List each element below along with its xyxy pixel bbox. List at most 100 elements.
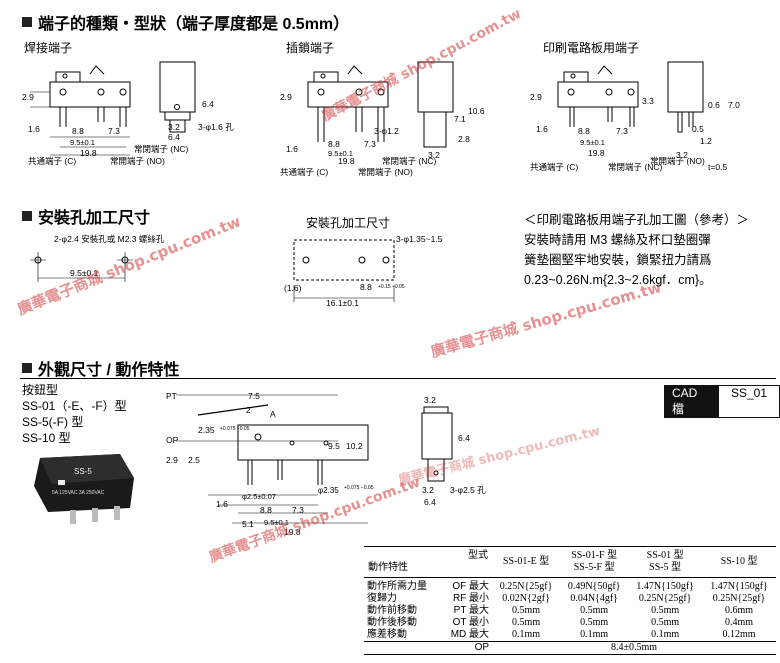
cell: 0.5mm — [580, 605, 609, 616]
dim-hole: 3-φ1.2 — [374, 126, 399, 136]
dim-9-5b: 9.5±0.1 — [264, 518, 289, 527]
dim-9-5: 9.5 — [328, 441, 340, 451]
dim-8-8: 8.8 — [578, 126, 590, 136]
dim-19-8: 19.8 — [338, 156, 355, 166]
com-terminal-label: 共通端子 (C) — [28, 156, 76, 166]
pcb-terminal-drawing: 2.9 1.6 8.8 7.3 9.5±0.1 19.8 3.3 0.6 7.0… — [530, 61, 740, 172]
cell: 0.1mm — [580, 629, 609, 640]
mount-hole-subtitle: 安裝孔加工尺寸 — [306, 216, 391, 230]
dim-7-3: 7.3 — [364, 139, 376, 149]
dim-7-1: 7.1 — [454, 114, 466, 124]
dim-2: 2 — [246, 405, 251, 415]
column-header: SS-10 型 — [702, 546, 776, 578]
cad-key: CAD 檔 — [664, 385, 718, 418]
dim-0-6: 0.6 — [708, 100, 720, 110]
cell: 0.4mm — [725, 617, 754, 628]
row-code: RF 最小 — [452, 593, 490, 604]
corner-bottom: 動作特性 — [368, 562, 408, 573]
dim-2-5: 2.5 — [188, 455, 200, 465]
corner-top: 型式 — [468, 550, 489, 561]
dim-9-5: 9.5±0.1 — [328, 149, 353, 158]
dim-19-8: 19.8 — [588, 148, 605, 158]
bullet-square-icon — [22, 363, 32, 373]
dim-6-4b: 6.4 — [168, 132, 180, 142]
cell: 0.5mm — [580, 617, 609, 628]
dim-tolerance: +0.075 −0.05 — [344, 485, 374, 491]
dim-7-3: 7.3 — [616, 126, 628, 136]
column-header-line: SS-10 型 — [720, 556, 758, 567]
dim-pin-dia: φ2.5±0.07 — [242, 492, 276, 501]
table-row: 應差移動 MD 最大 0.1mm 0.1mm 0.1mm 0.12mm — [364, 629, 776, 642]
dim-8-8: 8.8 — [260, 505, 272, 515]
row-name: 動作前移動 — [367, 605, 417, 616]
row-code: OF 最大 — [452, 581, 490, 592]
dim-3-2b: 3.2 — [422, 485, 434, 495]
dim-16-1: 16.1±0.1 — [326, 298, 359, 308]
dim-hole: 3-φ2.5 孔 — [450, 485, 486, 495]
dim-hole: 3-φ1.6 孔 — [198, 122, 234, 132]
nc-terminal-label: 常閉端子 (NC) — [608, 162, 662, 172]
dim-1-2: 1.2 — [700, 136, 712, 146]
dim-3-2: 3.2 — [676, 150, 688, 160]
no-terminal-label: 常開端子 (NO) — [358, 167, 413, 177]
model-list: 按鈕型 SS-01（-E、-F）型 SS-5(-F) 型 SS-10 型 — [22, 382, 127, 446]
note-line: 簧墊圈堅牢地安裝，鎖緊扭力請爲 — [524, 253, 712, 267]
dim-1-6: 1.6 — [216, 499, 228, 509]
cell: 0.5mm — [512, 605, 541, 616]
dim-10-2: 10.2 — [346, 441, 363, 451]
dim-2-35b: φ2.35 — [318, 486, 339, 495]
section-dimensions-header: 外觀尺寸 / 動作特性 — [22, 356, 179, 380]
cell: 0.49N{50gf} — [567, 581, 621, 592]
row-name: 動作所需力量 — [367, 581, 427, 592]
model-item: SS-10 型 — [22, 431, 71, 445]
dim-3-2: 3.2 — [428, 150, 440, 160]
cad-file-badge[interactable]: CAD 檔 SS_01 — [664, 385, 780, 418]
section-mounting-holes-header: 安裝孔加工尺寸 — [22, 204, 150, 228]
quick-connect-terminal-label: 插鎖端子 — [286, 41, 335, 55]
dim-1-6: (1.6) — [284, 283, 302, 293]
pcb-hole-spec: 3-φ1.35~1.5 — [396, 234, 443, 244]
cell: 0.04N{4gf} — [570, 593, 618, 604]
dim-3-2: 3.2 — [168, 122, 180, 132]
section-title: 端子的種類・型狀（端子厚度都是 0.5mm） — [38, 16, 350, 33]
cell: 0.1mm — [512, 629, 541, 640]
pcb-hole-note: ＜印刷電路板用端子孔加工圖（參考）＞ 安裝時請用 M3 螺絲及杯口墊圈彈 簧墊圈… — [524, 210, 780, 290]
dim-pt: PT — [166, 391, 177, 401]
com-terminal-label: 共通端子 (C) — [530, 162, 578, 172]
column-header-line: SS-5 型 — [649, 562, 682, 573]
model-list-head: 按鈕型 — [22, 383, 59, 397]
dim-8-8: 8.8 — [360, 282, 372, 292]
dim-3-3: 3.3 — [642, 96, 654, 106]
solder-terminal-label: 焊接端子 — [24, 41, 73, 55]
mount-hole-spec: 2-φ2.4 安裝孔或 M2.3 螺絲孔 — [54, 234, 165, 244]
cell: 0.5mm — [651, 605, 680, 616]
row-name: 復歸力 — [367, 593, 397, 604]
dim-9-5: 9.5±0.1 — [70, 138, 95, 147]
dim-op: OP — [166, 435, 179, 445]
dim-19-8: 19.8 — [284, 527, 301, 537]
outline-dimension-drawing: PT OP 7.5 2 A 2.35 +0.075 −0.05 2.9 2.5 … — [166, 391, 374, 537]
dim-2-9: 2.9 — [280, 92, 292, 102]
dim-7-0: 7.0 — [728, 100, 740, 110]
row-name: 動作後移動 — [367, 617, 417, 628]
dim-tolerance: +0.15 −0.05 — [378, 284, 405, 290]
dim-2-9: 2.9 — [22, 92, 34, 102]
side-view-drawing: 3.2 6.4 3.2 3-φ2.5 孔 6.4 — [421, 395, 486, 507]
column-header: SS-01-E 型 — [492, 546, 561, 578]
column-header-line: SS-01-F 型 — [571, 550, 618, 561]
cad-value: SS_01 — [717, 385, 780, 418]
table-row: 動作前移動 PT 最大 0.5mm 0.5mm 0.5mm 0.6mm — [364, 605, 776, 617]
bullet-square-icon — [22, 17, 32, 27]
cell: 0.5mm — [651, 617, 680, 628]
dim-2-9: 2.9 — [530, 92, 542, 102]
view-arrow-label: A — [270, 409, 276, 419]
section-title: 外觀尺寸 / 動作特性 — [38, 362, 180, 379]
dim-7-3: 7.3 — [292, 505, 304, 515]
cell: 0.6mm — [725, 605, 754, 616]
column-header-line: SS-01 型 — [646, 550, 684, 561]
dim-1-6: 1.6 — [536, 124, 548, 134]
solder-terminal-drawing: 2.9 1.6 8.8 7.3 9.5±0.1 19.8 6.4 3.2 3-φ… — [22, 61, 234, 166]
cell: 0.12mm — [722, 629, 756, 640]
note-line: 0.23~0.26N.m{2.3~2.6kgf．cm}。 — [524, 273, 712, 287]
